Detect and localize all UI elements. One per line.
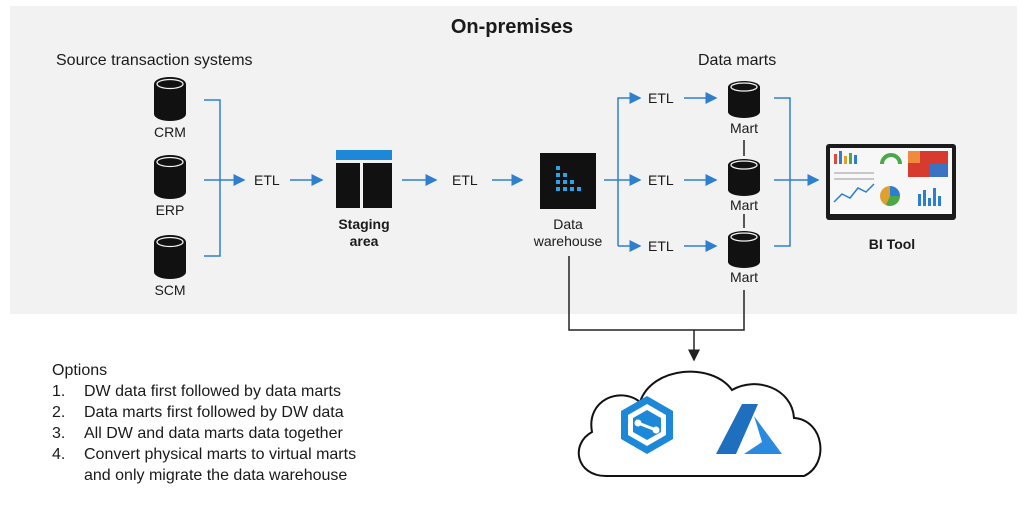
staging-area-icon [336,150,392,208]
data-warehouse-icon [540,153,596,209]
option-number: 4. [52,446,66,463]
options-heading: Options [52,362,108,379]
option-number: 3. [52,425,66,442]
option-item: 4. Convert physical marts to virtual mar… [52,444,432,486]
etl-label-1: ETL [254,172,280,188]
option-item: 3. All DW and data marts data together [52,423,432,444]
etl-label-4: ETL [648,172,674,188]
data-warehouse-label: Data warehouse [533,216,603,249]
option-text: Convert physical marts to virtual marts … [84,446,357,484]
mart-3-label: Mart [730,269,758,285]
erp-database-icon [154,155,186,199]
option-number: 1. [52,383,66,400]
bi-tool-label: BI Tool [868,236,916,252]
erp-label: ERP [155,202,185,218]
mart-1-database-icon [728,81,760,118]
mart-1-label: Mart [730,120,758,136]
crm-database-icon [154,77,186,121]
page-title: On-premises [450,16,574,38]
staging-area-label: Staging area [338,216,390,249]
etl-label-5: ETL [648,238,674,254]
option-number: 2. [52,404,66,421]
bi-tool-dashboard-icon [826,144,956,220]
mart-2-label: Mart [730,197,758,213]
option-text: DW data first followed by data marts [84,383,341,400]
option-text: All DW and data marts data together [84,425,343,442]
etl-label-2: ETL [452,172,478,188]
scm-database-icon [154,235,186,279]
option-item: 1. DW data first followed by data marts [52,381,432,402]
azure-cloud-icon [577,370,822,477]
data-marts-heading: Data marts [698,52,777,69]
etl-label-3: ETL [648,90,674,106]
azure-synapse-icon [621,396,673,454]
options-list: Options 1. DW data first followed by dat… [52,360,432,486]
option-text: Data marts first followed by DW data [84,404,344,421]
azure-logo-icon [716,404,782,454]
option-item: 2. Data marts first followed by DW data [52,402,432,423]
mart-2-database-icon [728,159,760,196]
mart-3-database-icon [728,231,760,268]
source-systems-heading: Source transaction systems [56,52,253,69]
crm-label: CRM [154,124,186,140]
scm-label: SCM [154,282,186,298]
